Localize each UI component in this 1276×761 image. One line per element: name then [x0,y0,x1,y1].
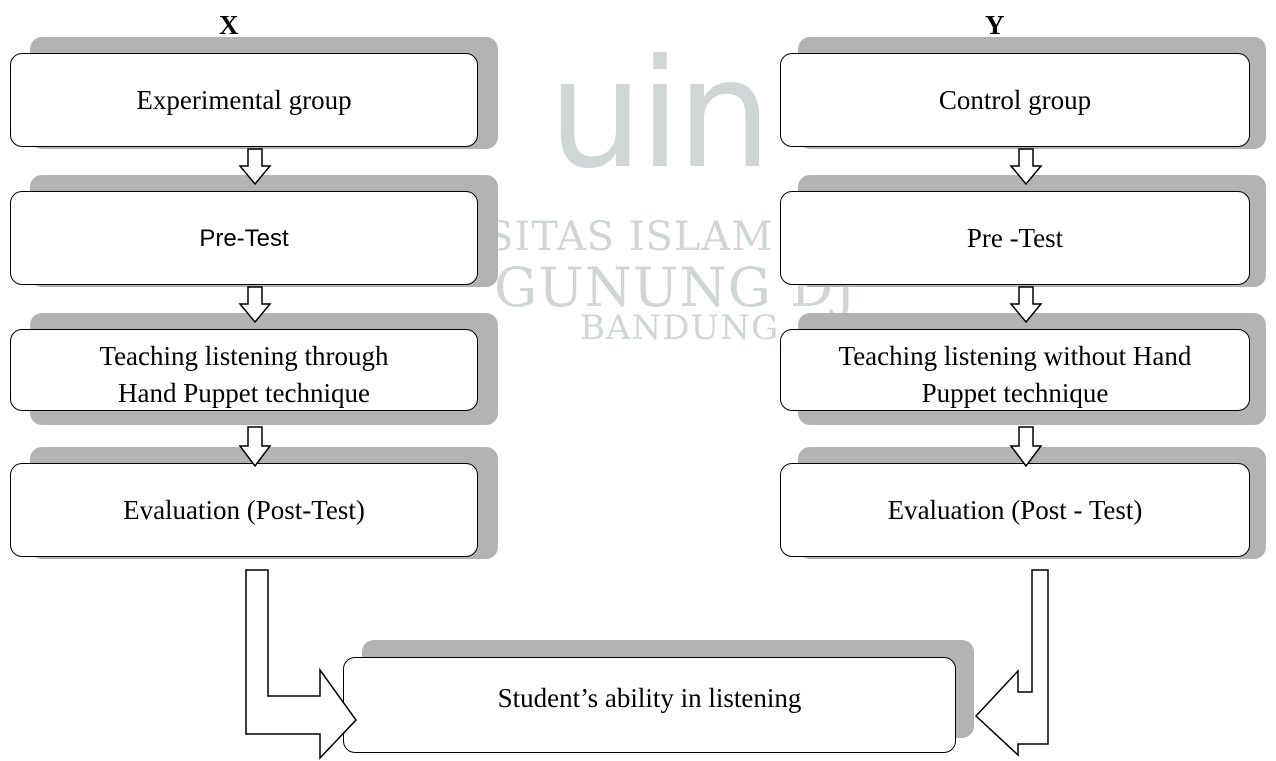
experimental-posttest-box: Evaluation (Post-Test) [10,463,478,557]
control-posttest-label: Evaluation (Post - Test) [887,494,1143,525]
outcome-label: Student’s ability in listening [497,682,802,713]
down-arrow-icon [238,148,272,186]
outcome-box: Student’s ability in listening [343,657,956,753]
experimental-group-label: Experimental group [136,84,352,115]
column-label-y: Y [985,10,1005,40]
experimental-treatment-box: Teaching listening through Hand Puppet t… [10,329,478,411]
elbow-arrow-right-icon [245,569,357,760]
control-group-label: Control group [938,84,1092,115]
watermark-line-3: BANDUNG [580,308,780,348]
column-label-x: X [219,10,239,40]
control-pretest-box: Pre -Test [780,191,1250,285]
control-treatment-label: Teaching listening without Hand Puppet t… [838,341,1192,408]
control-pretest-label: Pre -Test [966,222,1064,253]
down-arrow-icon [1009,426,1043,468]
control-treatment-box: Teaching listening without Hand Puppet t… [780,329,1250,411]
control-group-box: Control group [780,53,1250,147]
experimental-pretest-box: Pre-Test [10,191,478,285]
experimental-treatment-label: Teaching listening through Hand Puppet t… [99,341,389,408]
down-arrow-icon [1009,148,1043,186]
elbow-arrow-left-icon [974,569,1049,757]
control-posttest-box: Evaluation (Post - Test) [780,463,1250,557]
experimental-posttest-label: Evaluation (Post-Test) [123,494,365,525]
watermark-logo-text: uin [548,28,772,202]
down-arrow-icon [238,286,272,324]
experimental-group-box: Experimental group [10,53,478,147]
down-arrow-icon [238,426,272,468]
experimental-pretest-label: Pre-Test [199,224,289,252]
down-arrow-icon [1009,286,1043,324]
